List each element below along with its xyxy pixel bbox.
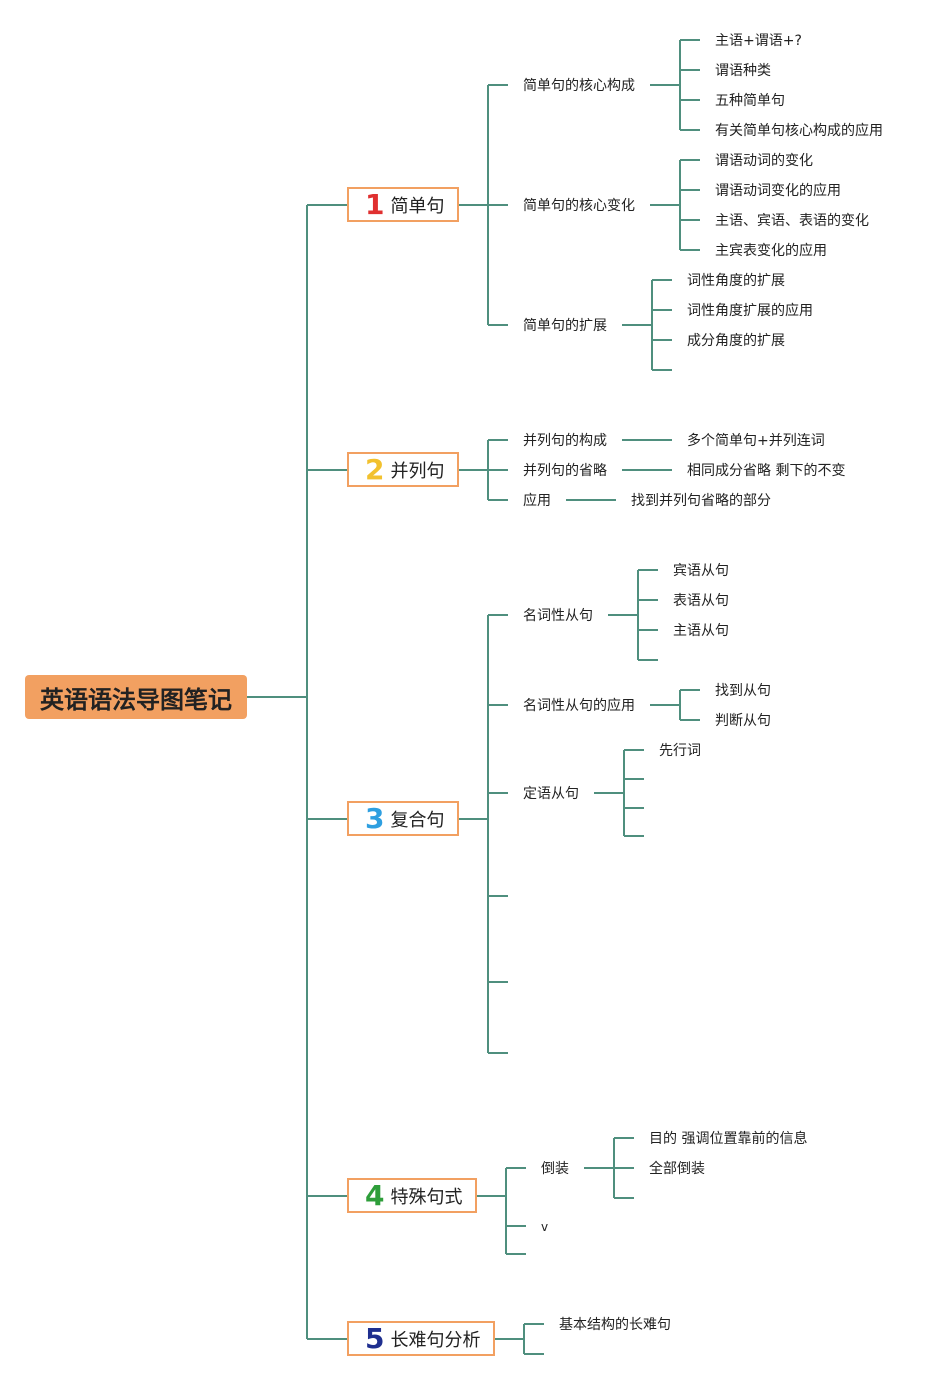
- topic-compound-sentence[interactable]: 2 并列句: [347, 452, 459, 487]
- topic-number: 3: [365, 801, 385, 835]
- leaf-topic[interactable]: 成分角度的扩展: [687, 333, 785, 349]
- topic-number: 5: [365, 1321, 385, 1355]
- subtopic[interactable]: 名词性从句的应用: [523, 698, 635, 714]
- leaf-topic[interactable]: 主宾表变化的应用: [715, 243, 827, 259]
- leaf-topic[interactable]: 主语、宾语、表语的变化: [715, 213, 869, 229]
- leaf-topic[interactable]: 五种简单句: [715, 93, 785, 109]
- topic-number: 2: [365, 452, 385, 486]
- subtopic[interactable]: 简单句的核心变化: [523, 198, 635, 214]
- leaf-topic[interactable]: 谓语种类: [715, 63, 771, 79]
- leaf-topic[interactable]: 有关简单句核心构成的应用: [715, 123, 883, 139]
- subtopic[interactable]: v: [541, 1220, 549, 1234]
- leaf-topic[interactable]: 谓语动词变化的应用: [715, 183, 841, 199]
- topic-long-sentence-analysis[interactable]: 5 长难句分析: [347, 1321, 495, 1356]
- subtopic[interactable]: 应用: [523, 493, 551, 509]
- topic-label: 复合句: [390, 809, 445, 831]
- subtopic[interactable]: 并列句的省略: [523, 463, 607, 479]
- subtopic[interactable]: 简单句的扩展: [523, 318, 607, 334]
- leaf-topic[interactable]: 判断从句: [715, 713, 771, 729]
- topic-label: 简单句: [390, 195, 445, 217]
- topic-label: 并列句: [390, 460, 445, 482]
- leaf-topic[interactable]: 宾语从句: [673, 563, 729, 579]
- leaf-topic[interactable]: 主语从句: [673, 623, 729, 639]
- leaf-topic[interactable]: 主语+谓语+?: [715, 33, 802, 49]
- topic-special-sentence[interactable]: 4 特殊句式: [347, 1178, 477, 1213]
- subtopic[interactable]: 定语从句: [523, 786, 579, 802]
- topic-number: 4: [365, 1178, 385, 1212]
- leaf-topic[interactable]: 相同成分省略 剩下的不变: [687, 463, 846, 479]
- leaf-topic[interactable]: 表语从句: [673, 593, 729, 609]
- leaf-topic[interactable]: 词性角度的扩展: [687, 273, 785, 289]
- leaf-topic[interactable]: 全部倒装: [649, 1161, 705, 1177]
- leaf-topic[interactable]: 找到并列句省略的部分: [631, 493, 771, 509]
- leaf-topic[interactable]: 找到从句: [715, 683, 771, 699]
- subtopic[interactable]: 倒装: [541, 1161, 569, 1177]
- subtopic[interactable]: 基本结构的长难句: [559, 1317, 671, 1333]
- subtopic[interactable]: 名词性从句: [523, 608, 593, 624]
- topic-label: 长难句分析: [390, 1329, 481, 1351]
- topic-simple-sentence[interactable]: 1 简单句: [347, 187, 459, 222]
- root-topic[interactable]: 英语语法导图笔记: [25, 675, 247, 719]
- leaf-topic[interactable]: 先行词: [659, 743, 701, 759]
- leaf-topic[interactable]: 目的 强调位置靠前的信息: [649, 1131, 808, 1147]
- leaf-topic[interactable]: 多个简单句+并列连词: [687, 433, 825, 449]
- subtopic[interactable]: 简单句的核心构成: [523, 78, 635, 94]
- topic-number: 1: [365, 187, 385, 221]
- topic-complex-sentence[interactable]: 3 复合句: [347, 801, 459, 836]
- leaf-topic[interactable]: 词性角度扩展的应用: [687, 303, 813, 319]
- subtopic[interactable]: 并列句的构成: [523, 433, 607, 449]
- topic-label: 特殊句式: [390, 1186, 463, 1208]
- leaf-topic[interactable]: 谓语动词的变化: [715, 153, 813, 169]
